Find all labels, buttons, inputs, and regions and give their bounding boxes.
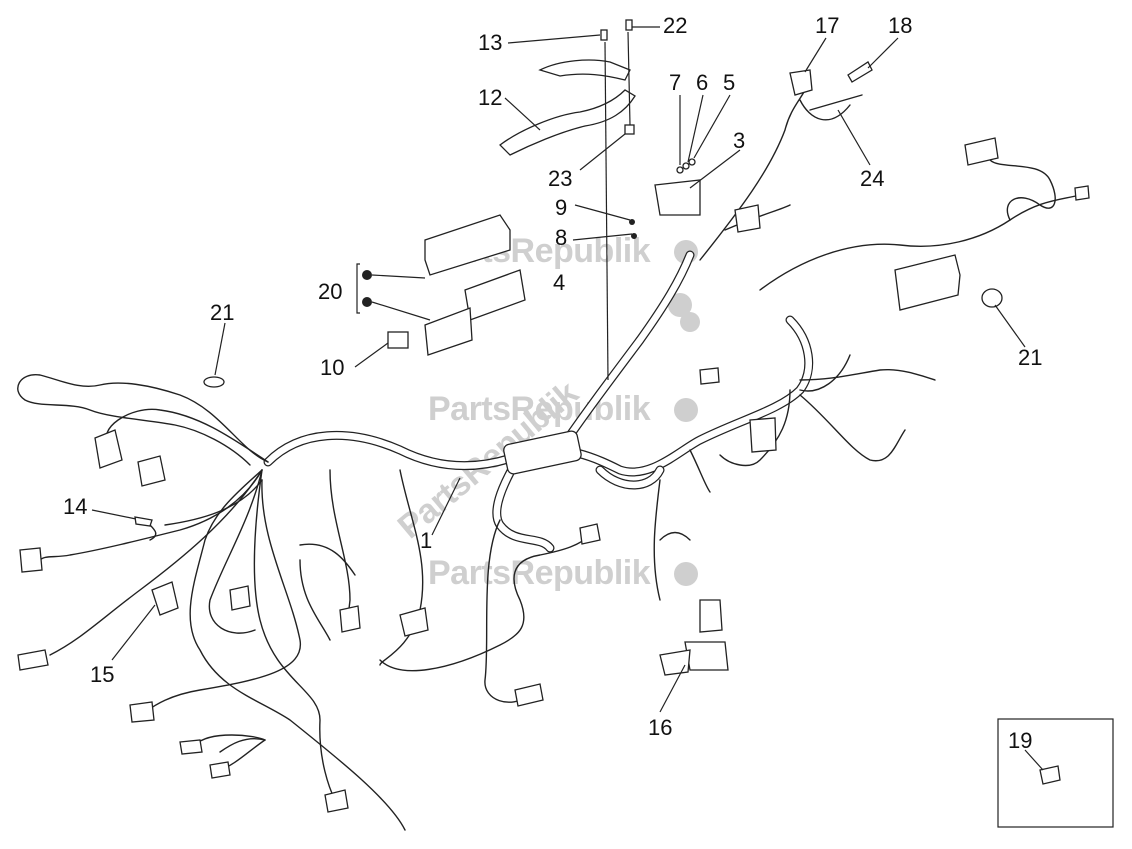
washer-7 <box>676 166 684 174</box>
bracket-3 <box>654 179 701 216</box>
bullet-20b <box>362 297 372 307</box>
watermark-middle: PartsRepublik <box>428 390 698 428</box>
cover-12 <box>499 59 636 156</box>
callout-24: 24 <box>860 166 884 191</box>
callout-16: 16 <box>648 715 672 740</box>
callout-labels: 1 3 4 5 6 7 8 9 10 12 13 14 15 16 17 18 … <box>63 13 1042 753</box>
gear-icon <box>674 562 698 586</box>
relay-10 <box>387 331 409 349</box>
bullet-20a <box>362 270 372 280</box>
callout-22: 22 <box>663 13 687 38</box>
nut-23 <box>624 124 635 135</box>
nut-9 <box>629 219 635 225</box>
boot-18 <box>847 61 873 83</box>
washer-5 <box>688 158 696 166</box>
callout-21-right: 21 <box>1018 345 1042 370</box>
callout-17: 17 <box>815 13 839 38</box>
callout-9: 9 <box>555 195 567 220</box>
watermark-bottom: PartsRepublik <box>428 554 698 592</box>
callout-19: 19 <box>1008 728 1032 753</box>
callout-20: 20 <box>318 279 342 304</box>
callout-18: 18 <box>888 13 912 38</box>
callout-7: 7 <box>669 70 681 95</box>
callout-8: 8 <box>555 225 567 250</box>
callout-5: 5 <box>723 70 735 95</box>
watermark-text: PartsRepublik <box>428 390 651 428</box>
connector-15 <box>151 581 179 616</box>
watermark-group: PartsRepublik PartsRepublik PartsRepubli… <box>391 232 700 592</box>
box-16 <box>684 641 729 671</box>
clamp-21-right <box>981 288 1003 308</box>
callout-15: 15 <box>90 662 114 687</box>
callout-6: 6 <box>696 70 708 95</box>
washer-6 <box>682 162 690 170</box>
callout-23: 23 <box>548 166 572 191</box>
callout-1: 1 <box>420 528 432 553</box>
screw-13 <box>600 29 608 41</box>
callout-14: 14 <box>63 494 87 519</box>
callout-12: 12 <box>478 85 502 110</box>
plug-19 <box>1039 765 1061 785</box>
gear-icon <box>674 398 698 422</box>
inset-frame <box>997 718 1114 828</box>
screw-22 <box>625 19 633 31</box>
nut-8 <box>631 233 637 239</box>
callout-10: 10 <box>320 355 344 380</box>
fuse-box-20 <box>424 214 526 356</box>
right-branches <box>653 89 1081 601</box>
leader-lines <box>91 26 1044 771</box>
callout-21-left: 21 <box>210 300 234 325</box>
left-branches <box>17 374 591 831</box>
gear-icon <box>680 312 700 332</box>
main-harness <box>263 250 814 553</box>
callout-3: 3 <box>733 128 745 153</box>
bracket-20 <box>356 263 360 314</box>
terminal-17 <box>789 69 813 96</box>
cap-14 <box>134 516 153 527</box>
clamp-21-left <box>203 376 225 388</box>
gear-icon <box>668 293 692 317</box>
ecu-unit <box>894 254 961 311</box>
watermark-text: PartsRepublik <box>428 554 651 592</box>
callout-4: 4 <box>553 270 565 295</box>
callout-13: 13 <box>478 30 502 55</box>
